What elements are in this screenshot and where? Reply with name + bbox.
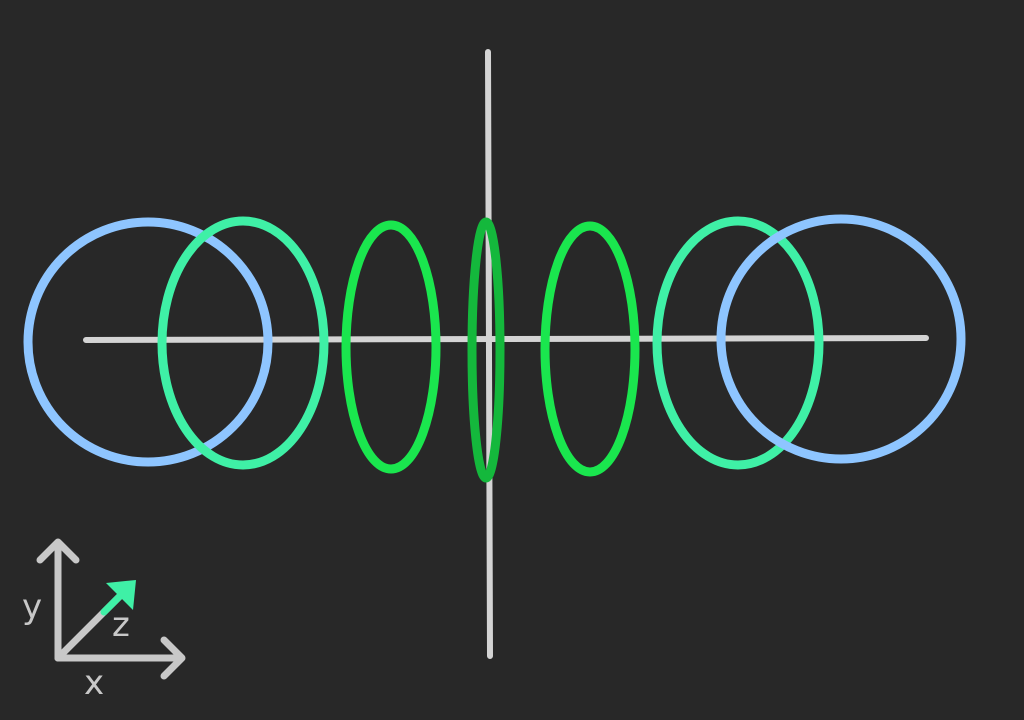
gizmo-y-arrowhead [36, 538, 80, 564]
horizontal-axis [83, 335, 929, 343]
axis-gizmo: y z x [22, 538, 186, 703]
gizmo-x-arrowhead [160, 636, 186, 680]
gizmo-y-label: y [22, 587, 42, 627]
ring-blue-left [23, 217, 273, 467]
ring-green-left [341, 220, 441, 474]
ring-center [467, 217, 505, 483]
gizmo-x-label: x [84, 663, 104, 703]
gizmo-z-label: z [112, 605, 130, 645]
ring-blue-right [716, 214, 966, 464]
ring-mint-right [652, 216, 824, 470]
ring-mint-left [157, 216, 329, 470]
vertical-axis [485, 49, 493, 659]
rings-group [23, 214, 966, 483]
gizmo-z-arrowhead [106, 580, 136, 610]
ring-green-right [540, 221, 640, 477]
